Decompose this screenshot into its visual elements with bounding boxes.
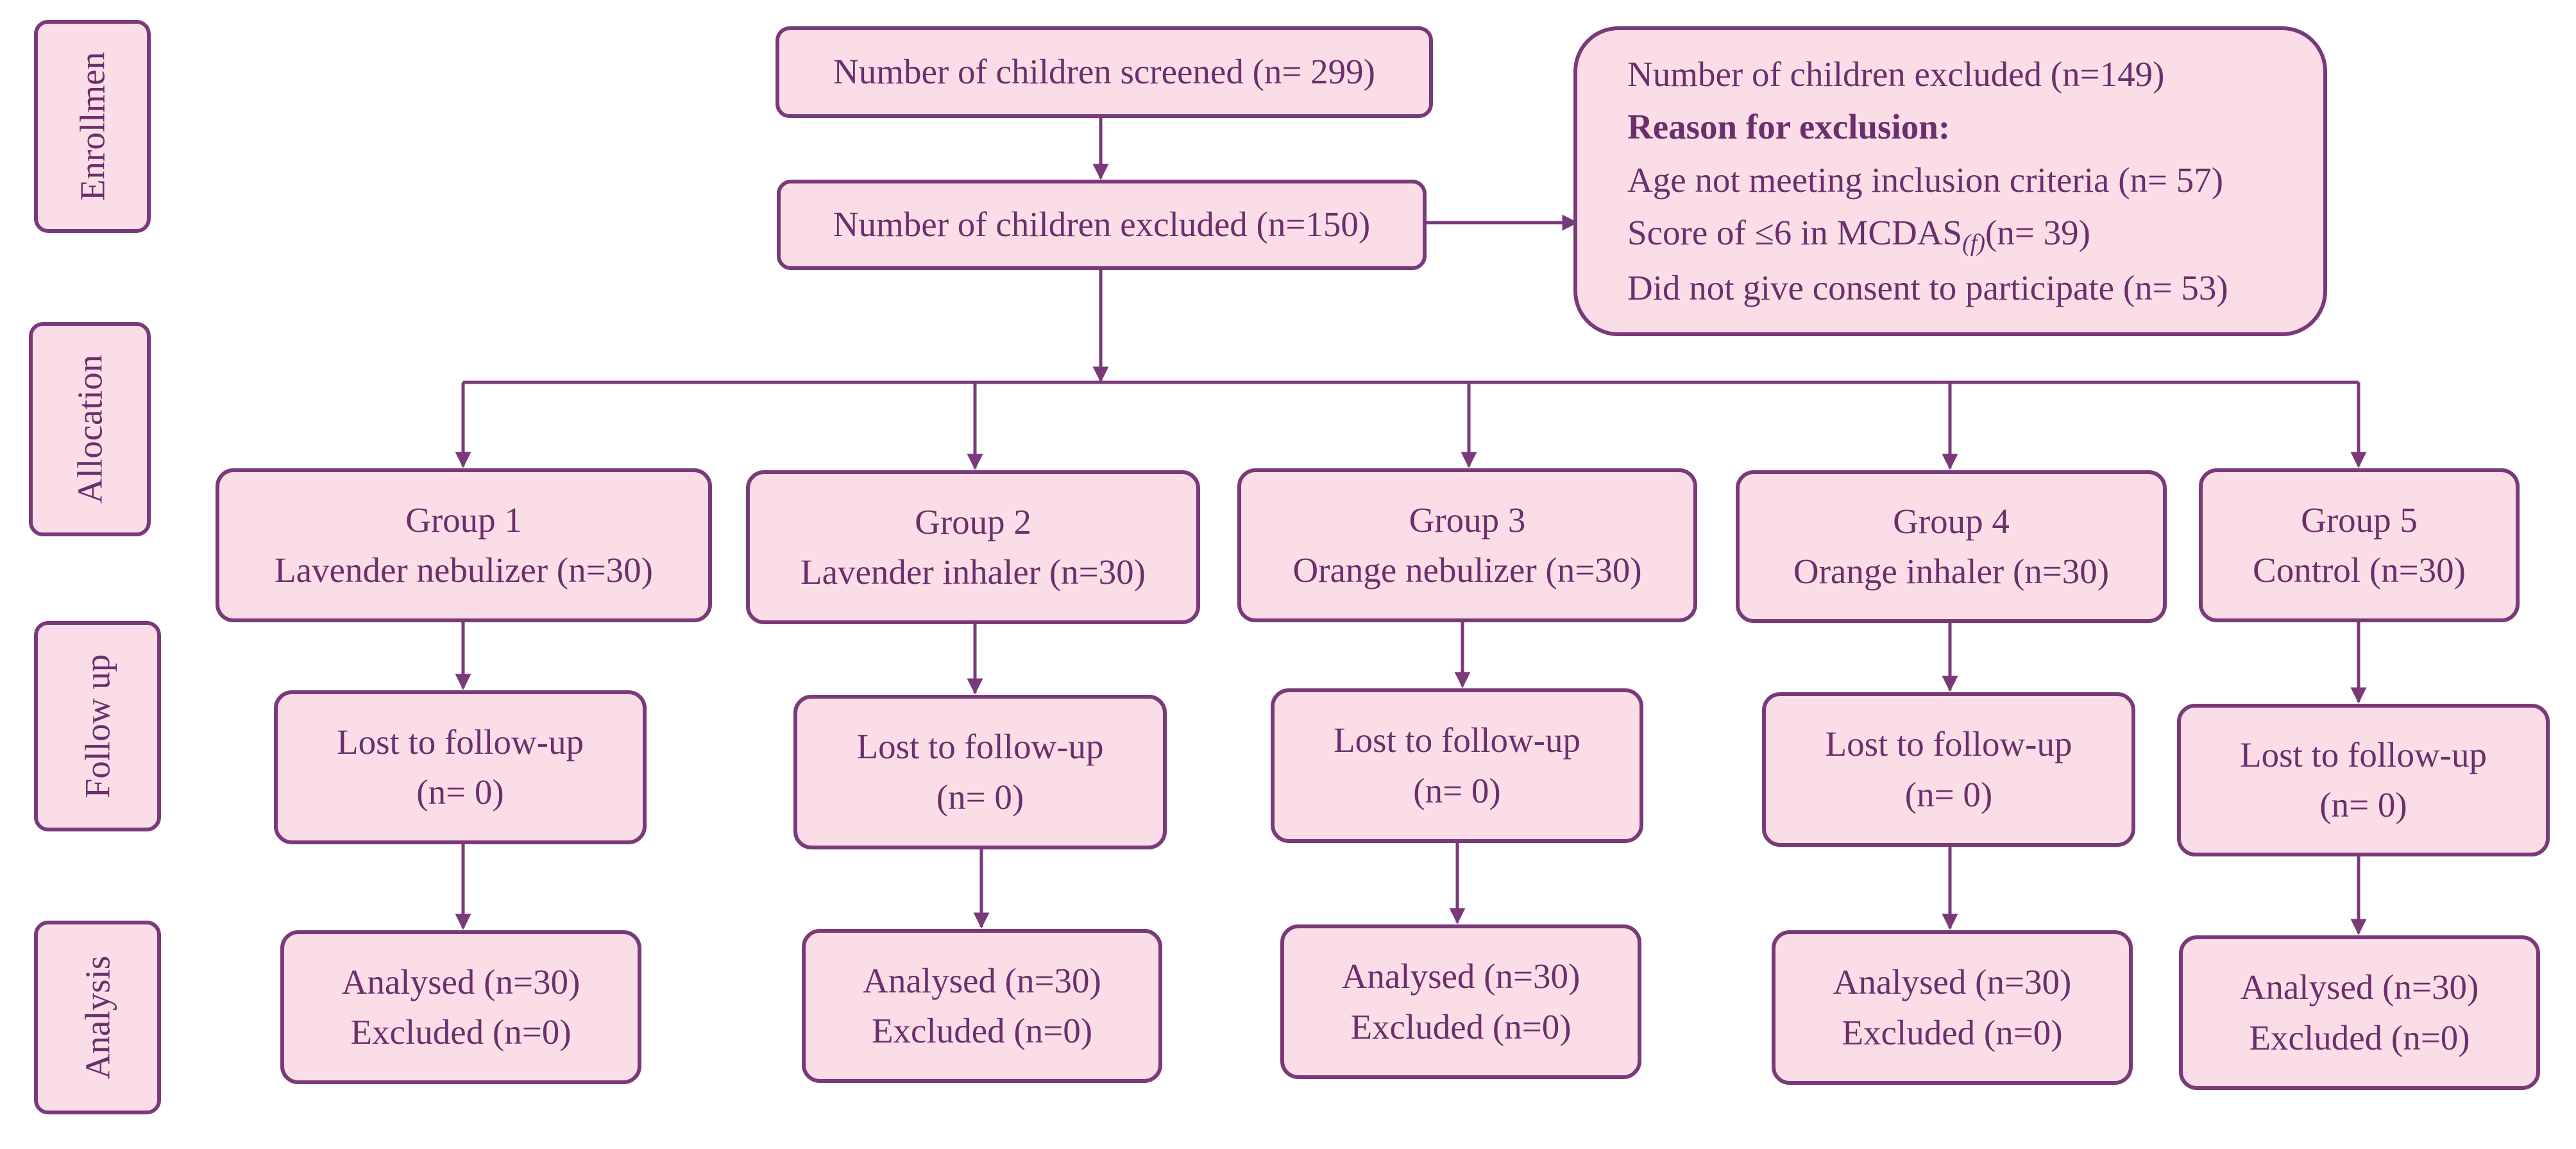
exclusion-reason-score-sub: (f) — [1962, 230, 1985, 257]
group-desc: Control (n=30) — [2253, 550, 2466, 590]
analysis-analysed: Analysed (n=30) — [2240, 967, 2479, 1007]
analysis-excluded: Excluded (n=0) — [1842, 1012, 2063, 1052]
analysis-box-1: Analysed (n=30) Excluded (n=0) — [280, 930, 641, 1084]
phase-enrollment: Enrollmen — [34, 20, 151, 233]
group-title: Group 2 — [915, 502, 1031, 541]
followup-label: Lost to follow-up — [337, 722, 584, 762]
group-desc: Lavender inhaler (n=30) — [801, 552, 1146, 592]
analysis-box-5: Analysed (n=30) Excluded (n=0) — [2179, 935, 2540, 1090]
exclusion-heading: Reason for exclusion: — [1627, 107, 1951, 146]
phase-analysis-label: Analysis — [78, 955, 117, 1080]
phase-follow-up-label: Follow up — [78, 654, 117, 799]
exclusion-reason-score-count: (n= 39) — [1985, 213, 2090, 252]
followup-count: (n= 0) — [936, 777, 1024, 817]
followup-count: (n= 0) — [2319, 785, 2407, 824]
group-title: Group 4 — [1893, 501, 2010, 541]
excluded-box: Number of children excluded (n=150) — [777, 180, 1427, 270]
excluded-text: Number of children excluded (n=150) — [833, 205, 1371, 244]
phase-analysis: Analysis — [34, 921, 161, 1114]
followup-count: (n= 0) — [416, 772, 504, 812]
analysis-analysed: Analysed (n=30) — [341, 962, 580, 1001]
exclusion-total: Number of children excluded (n=149) — [1627, 54, 2165, 94]
group-box-3: Group 3 Orange nebulizer (n=30) — [1237, 468, 1697, 622]
exclusion-details-box: Number of children excluded (n=149) Reas… — [1573, 26, 2327, 336]
group-title: Group 1 — [405, 500, 522, 540]
analysis-box-2: Analysed (n=30) Excluded (n=0) — [802, 929, 1162, 1083]
followup-count: (n= 0) — [1904, 774, 1993, 814]
analysis-analysed: Analysed (n=30) — [1833, 962, 2072, 1002]
group-box-5: Group 5 Control (n=30) — [2199, 468, 2520, 622]
followup-label: Lost to follow-up — [1825, 724, 2072, 764]
exclusion-reason-score: Score of ≤6 in MCDAS(f)(n= 39) — [1627, 207, 2090, 262]
phase-allocation-label: Allocation — [70, 354, 110, 504]
analysis-excluded: Excluded (n=0) — [350, 1012, 572, 1051]
followup-box-1: Lost to follow-up (n= 0) — [274, 690, 647, 844]
phase-enrollment-label: Enrollmen — [72, 51, 112, 201]
followup-box-2: Lost to follow-up (n= 0) — [793, 695, 1167, 849]
screened-text: Number of children screened (n= 299) — [833, 52, 1375, 92]
analysis-excluded: Excluded (n=0) — [871, 1011, 1093, 1050]
followup-box-3: Lost to follow-up (n= 0) — [1271, 688, 1643, 843]
analysis-excluded: Excluded (n=0) — [2249, 1017, 2470, 1057]
exclusion-reason-consent: Did not give consent to participate (n= … — [1627, 268, 2228, 307]
analysis-analysed: Analysed (n=30) — [1341, 957, 1580, 996]
analysis-analysed: Analysed (n=30) — [863, 960, 1101, 1000]
group-box-1: Group 1 Lavender nebulizer (n=30) — [216, 468, 712, 622]
group-box-4: Group 4 Orange inhaler (n=30) — [1736, 470, 2167, 623]
followup-label: Lost to follow-up — [1334, 720, 1580, 760]
group-desc: Orange inhaler (n=30) — [1793, 552, 2110, 591]
analysis-box-3: Analysed (n=30) Excluded (n=0) — [1280, 924, 1641, 1079]
group-desc: Orange nebulizer (n=30) — [1292, 550, 1642, 590]
exclusion-reason-age: Age not meeting inclusion criteria (n= 5… — [1627, 160, 2224, 200]
followup-box-5: Lost to follow-up (n= 0) — [2177, 704, 2550, 856]
phase-allocation: Allocation — [29, 322, 151, 536]
group-title: Group 5 — [2301, 500, 2418, 540]
screened-box: Number of children screened (n= 299) — [775, 26, 1433, 118]
group-box-2: Group 2 Lavender inhaler (n=30) — [746, 470, 1200, 624]
followup-box-4: Lost to follow-up (n= 0) — [1762, 692, 2135, 847]
phase-follow-up: Follow up — [34, 621, 161, 831]
analysis-excluded: Excluded (n=0) — [1350, 1007, 1572, 1046]
group-desc: Lavender nebulizer (n=30) — [275, 550, 653, 590]
followup-label: Lost to follow-up — [856, 727, 1104, 767]
followup-label: Lost to follow-up — [2240, 735, 2487, 774]
group-title: Group 3 — [1409, 500, 1526, 540]
analysis-box-4: Analysed (n=30) Excluded (n=0) — [1772, 930, 2133, 1085]
followup-count: (n= 0) — [1413, 770, 1501, 810]
exclusion-reason-score-text: Score of ≤6 in MCDAS — [1627, 213, 1963, 252]
